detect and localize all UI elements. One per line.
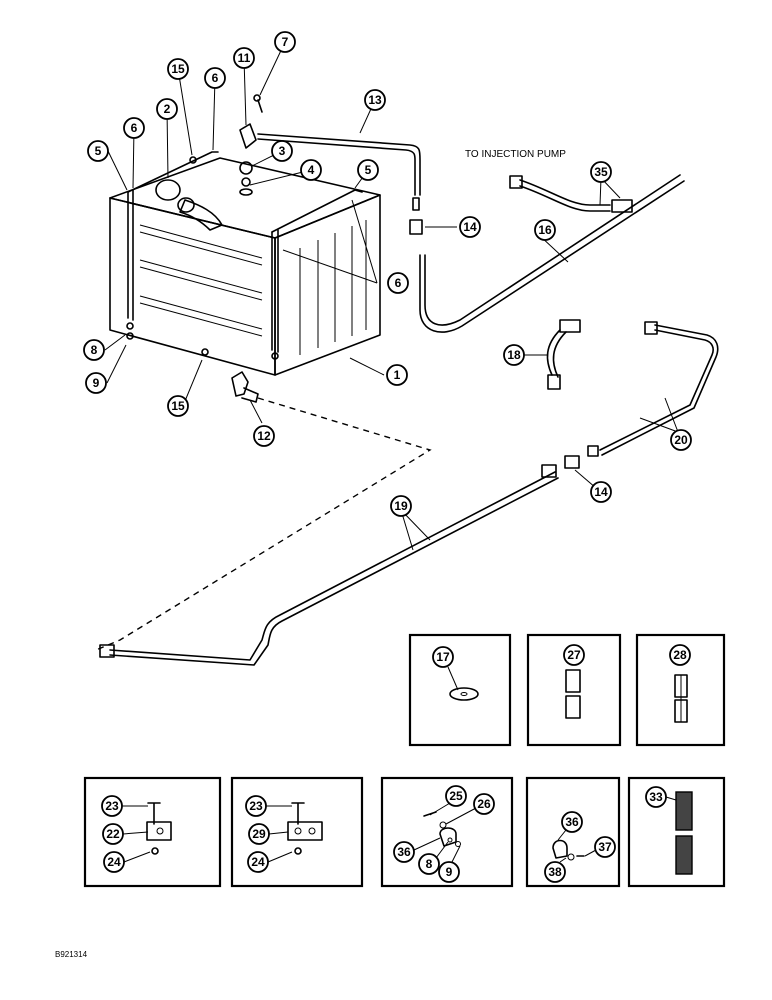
fuel-tank: [109, 94, 381, 376]
svg-text:27: 27: [567, 648, 581, 662]
callout-18: 18: [503, 344, 525, 366]
callout-14-bottom: 14: [590, 481, 612, 503]
callout-3: 3: [271, 140, 293, 162]
detail-panel-clamp-29: 23 29 24: [230, 776, 364, 888]
callout-19: 19: [390, 495, 412, 517]
callout-15-top: 15: [167, 58, 189, 80]
detail-panel-clip-36-b: 36 37 38: [525, 776, 621, 888]
svg-text:16: 16: [538, 223, 552, 237]
svg-text:24: 24: [251, 855, 265, 869]
svg-text:9: 9: [93, 376, 100, 390]
svg-text:5: 5: [365, 163, 372, 177]
svg-text:12: 12: [257, 429, 271, 443]
svg-text:17: 17: [436, 650, 450, 664]
caption-to-injection-pump: TO INJECTION PUMP: [465, 149, 566, 160]
svg-text:7: 7: [282, 35, 289, 49]
callout-6-right: 6: [387, 272, 409, 294]
callout-11: 11: [233, 47, 255, 69]
callout-2: 2: [156, 98, 178, 120]
svg-text:38: 38: [548, 865, 562, 879]
svg-text:33: 33: [649, 790, 663, 804]
svg-text:3: 3: [279, 144, 286, 158]
callout-1: 1: [386, 364, 408, 386]
svg-text:15: 15: [171, 62, 185, 76]
svg-text:36: 36: [565, 815, 579, 829]
svg-text:37: 37: [598, 840, 612, 854]
callout-15-bottom: 15: [167, 395, 189, 417]
svg-text:4: 4: [308, 163, 315, 177]
detail-panel-clip-36-a: 25 26 36 8 9: [380, 776, 514, 888]
callout-4: 4: [300, 159, 322, 181]
callout-14-top: 14: [459, 216, 481, 238]
shutoff-valve: [231, 371, 259, 403]
svg-text:22: 22: [106, 827, 120, 841]
callout-12: 12: [253, 425, 275, 447]
svg-text:23: 23: [105, 799, 119, 813]
svg-text:6: 6: [212, 71, 219, 85]
detail-panel-clamp-22: 23 22 24: [83, 776, 222, 888]
fuel-lines: [95, 133, 719, 666]
svg-text:14: 14: [594, 485, 608, 499]
svg-text:25: 25: [449, 789, 463, 803]
callout-16: 16: [534, 219, 556, 241]
svg-text:11: 11: [238, 51, 251, 65]
callout-20: 20: [670, 429, 692, 451]
callout-35: 35: [590, 161, 612, 183]
svg-text:26: 26: [477, 797, 491, 811]
svg-text:1: 1: [394, 368, 401, 382]
svg-text:28: 28: [673, 648, 687, 662]
callout-8: 8: [83, 339, 105, 361]
callout-6-left: 6: [123, 117, 145, 139]
svg-text:13: 13: [368, 93, 382, 107]
svg-text:6: 6: [131, 121, 138, 135]
svg-text:18: 18: [507, 348, 521, 362]
svg-text:29: 29: [252, 827, 266, 841]
svg-text:23: 23: [249, 799, 263, 813]
figure-number: B921314: [55, 950, 88, 959]
detail-panel-33: 33: [627, 776, 726, 888]
callout-9: 9: [85, 372, 107, 394]
svg-text:24: 24: [107, 855, 121, 869]
svg-text:2: 2: [164, 102, 171, 116]
detail-panel-17: 17: [408, 633, 512, 747]
svg-text:35: 35: [594, 165, 608, 179]
svg-text:14: 14: [463, 220, 477, 234]
svg-text:15: 15: [171, 399, 185, 413]
callout-7: 7: [274, 31, 296, 53]
svg-text:8: 8: [426, 857, 433, 871]
callout-5-left: 5: [87, 140, 109, 162]
svg-text:6: 6: [395, 276, 402, 290]
svg-text:9: 9: [446, 865, 453, 879]
detail-panel-28: 28: [635, 633, 726, 747]
callout-6-top: 6: [204, 67, 226, 89]
svg-text:19: 19: [394, 499, 408, 513]
svg-text:20: 20: [674, 433, 688, 447]
svg-text:5: 5: [95, 144, 102, 158]
svg-text:8: 8: [91, 343, 98, 357]
svg-text:36: 36: [397, 845, 411, 859]
detail-panel-27: 27: [526, 633, 622, 747]
callout-5-right: 5: [357, 159, 379, 181]
callout-13: 13: [364, 89, 386, 111]
